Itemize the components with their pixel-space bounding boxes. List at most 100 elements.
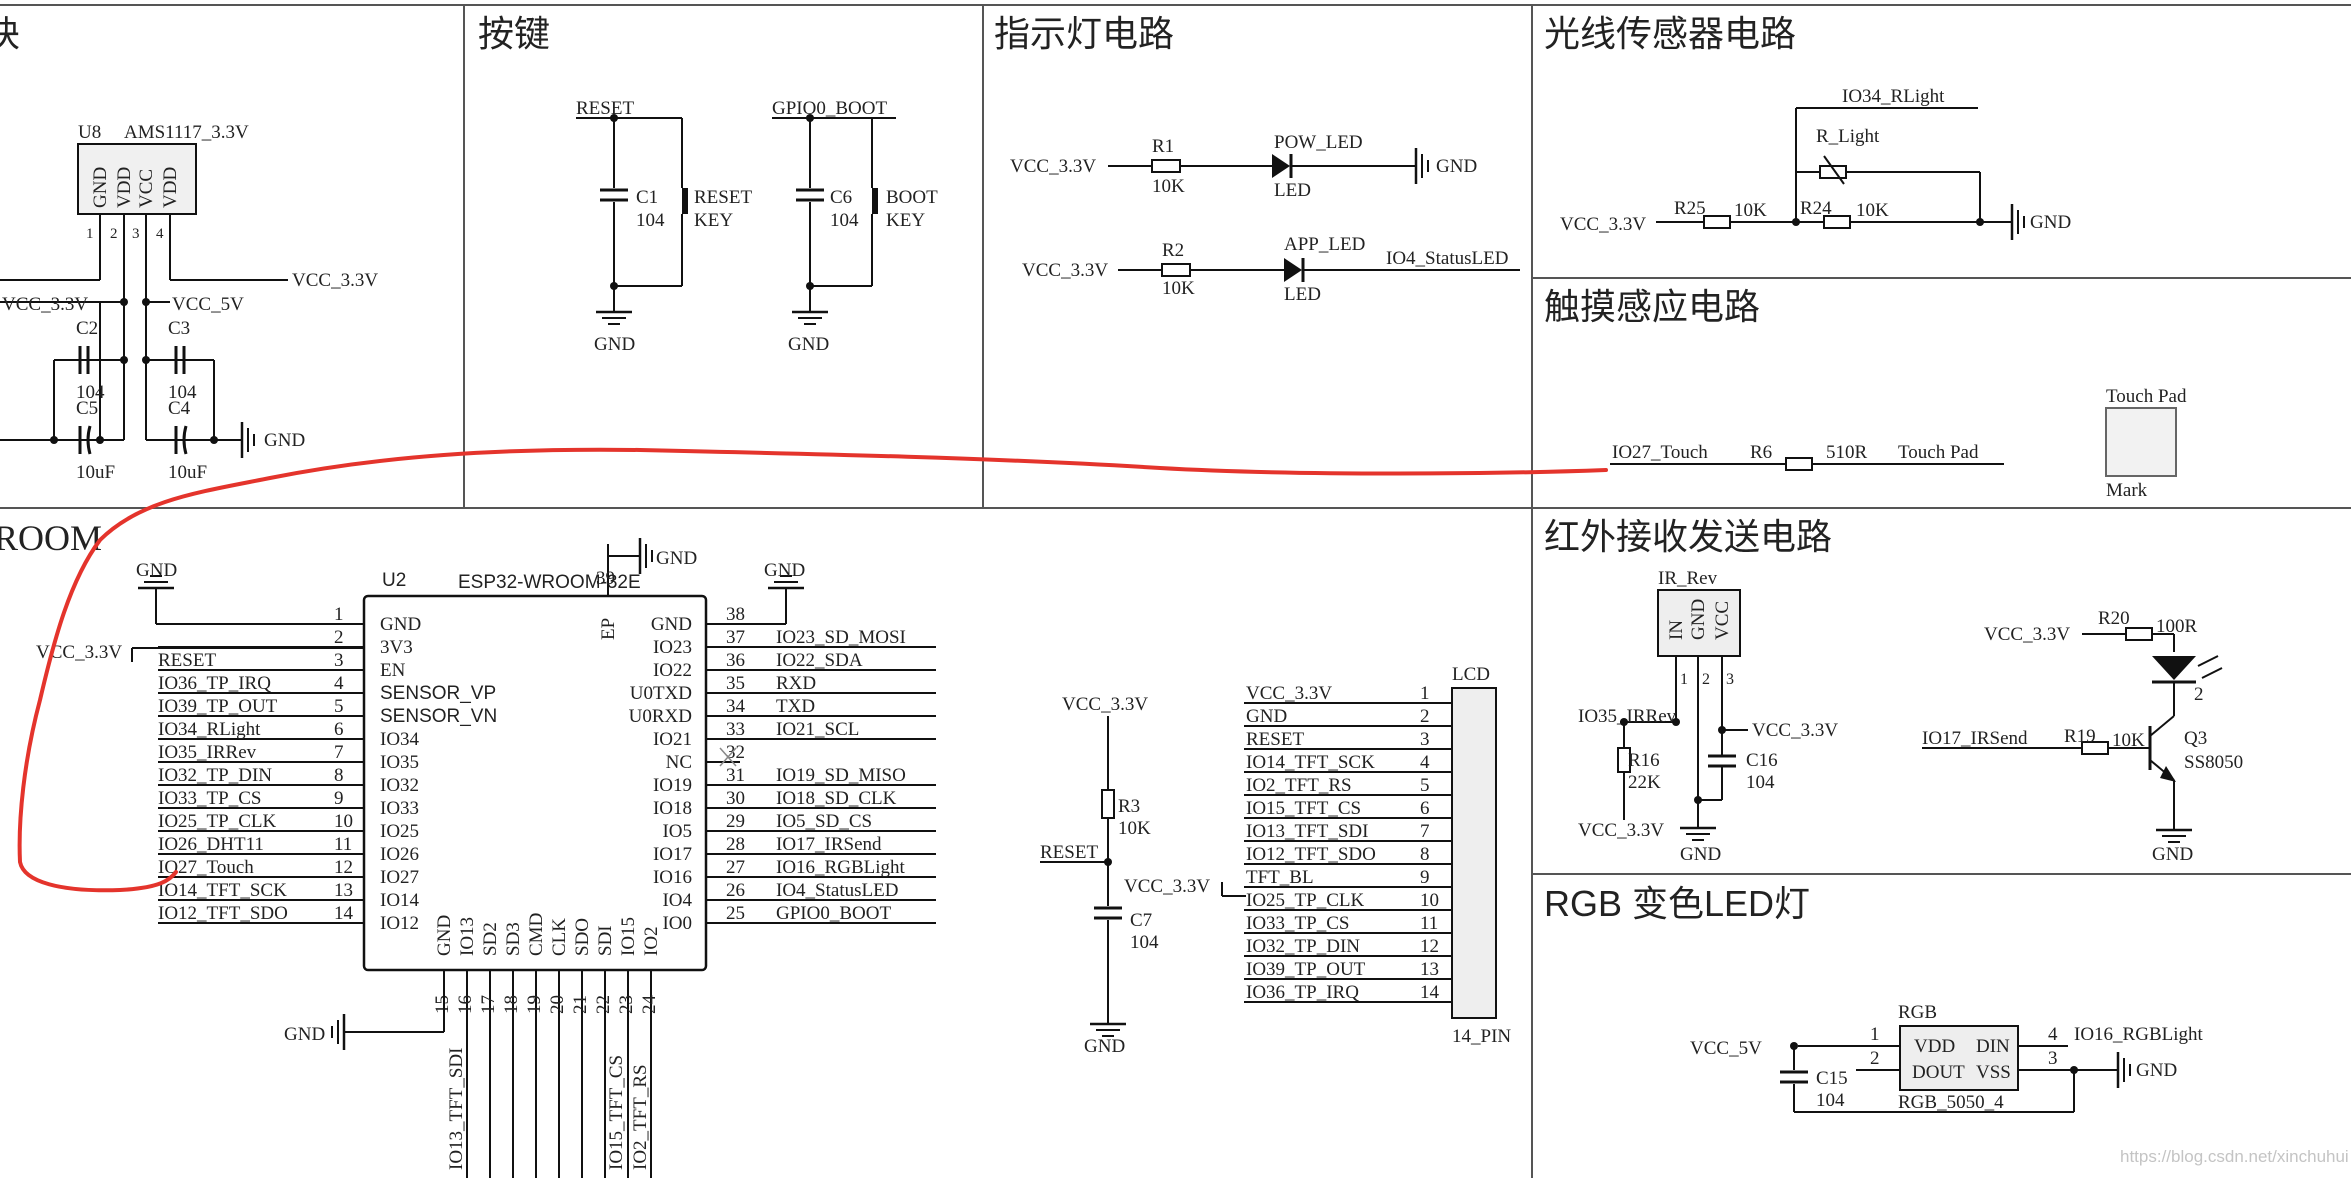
esp-left-pin-name: IO25 — [380, 821, 419, 842]
esp-bottom-pin-number: 24 — [639, 995, 660, 1015]
led-section: VCC_3.3V R1 10K POW_LED LED GND VCC_3.3V… — [1010, 132, 1520, 305]
esp-right-pin-number: 25 — [726, 903, 745, 924]
touch-section: IO27_Touch R6 510R Touch Pad Touch Pad M… — [1610, 386, 2187, 501]
esp-right-net: IO22_SDA — [776, 650, 863, 671]
r6-label: R6 — [1750, 442, 1772, 463]
lcd-vcc2: VCC_3.3V — [1124, 876, 1210, 897]
ir-gnd1: GND — [1680, 844, 1721, 865]
lcd-pin-number: 6 — [1420, 798, 1430, 819]
touch-mark: Mark — [2106, 480, 2148, 501]
d2-label: APP_LED — [1284, 234, 1365, 255]
lcd-net: VCC_3.3V — [1246, 683, 1332, 704]
esp-left-pin-name: SENSOR_VN — [380, 706, 497, 727]
esp-right-pin-number: 31 — [726, 765, 745, 786]
lcd-pin-number: 7 — [1420, 821, 1430, 842]
esp-left-pin-name: IO34 — [380, 729, 420, 750]
lcd-reset: RESET — [1040, 842, 1098, 863]
esp-left-net: IO36_TP_IRQ — [158, 673, 271, 694]
esp-left-pin-name: IO35 — [380, 752, 419, 773]
esp-left-net: IO26_DHT11 — [158, 834, 264, 855]
esp-ep: EP — [598, 618, 619, 640]
ir-vcc-left: VCC_3.3V — [1578, 820, 1664, 841]
r16-value: 22K — [1628, 772, 1661, 793]
rgb-led — [1899, 1025, 2019, 1091]
q3-label: Q3 — [2184, 728, 2207, 749]
c1-value: 104 — [636, 210, 665, 231]
esp-right-net: IO16_RGBLight — [776, 857, 906, 878]
title-power: 块 — [0, 13, 20, 54]
c7-label: C7 — [1130, 910, 1152, 931]
k2-label-b: KEY — [886, 210, 925, 231]
light-gnd: GND — [2030, 212, 2071, 233]
r19-label: R19 — [2064, 726, 2096, 747]
lcd-net: GND — [1246, 706, 1287, 727]
title-rgb: RGB 变色LED灯 — [1544, 883, 1810, 924]
c15-value: 104 — [1816, 1090, 1845, 1111]
lcd-connector — [1451, 687, 1497, 1019]
c5-value: 10uF — [76, 462, 115, 483]
lcd-ref: LCD — [1452, 664, 1490, 685]
esp-right-net: IO4_StatusLED — [776, 880, 898, 901]
ir-gnd2: GND — [2152, 844, 2193, 865]
esp-bottom-net: IO2_TFT_RS — [630, 1064, 651, 1170]
esp-bottom-pin-name: IO15 — [618, 917, 639, 956]
r2-value: 10K — [1162, 278, 1195, 299]
esp-right-pin-name: IO18 — [653, 798, 692, 819]
ir-vcc2: VCC_3.3V — [1984, 624, 2070, 645]
c2-value: 104 — [76, 382, 105, 403]
esp-left-net: IO39_TP_OUT — [158, 696, 278, 717]
lcd-net: IO32_TP_DIN — [1246, 936, 1360, 957]
light-vcc: VCC_3.3V — [1560, 214, 1646, 235]
rgb-gnd: GND — [2136, 1060, 2177, 1081]
esp-gnd-right: GND — [764, 560, 805, 581]
r19-value: 10K — [2112, 730, 2145, 751]
u8-pin-name: VDD — [160, 167, 181, 208]
esp-gnd-top: GND — [656, 548, 697, 569]
k1-label-b: KEY — [694, 210, 733, 231]
esp-left-pin-number: 10 — [334, 811, 353, 832]
ir-net: IO35_IRRev — [1578, 706, 1677, 727]
esp-right-pin-number: 34 — [726, 696, 746, 717]
u8-part: AMS1117_3.3V — [124, 122, 249, 143]
esp-left-net: RESET — [158, 650, 216, 671]
esp-left-pin-number: 13 — [334, 880, 353, 901]
esp-right-pin-name: IO23 — [653, 637, 692, 658]
esp-left-pin-name: 3V3 — [380, 637, 413, 658]
led-pin-2: 2 — [2194, 684, 2204, 705]
q3-value: SS8050 — [2184, 752, 2243, 773]
annotation-curve — [17, 447, 1608, 893]
r25-label: R25 — [1674, 198, 1706, 219]
lcd-gnd: GND — [1084, 1036, 1125, 1057]
esp-bottom-pin-number: 18 — [501, 995, 522, 1014]
u8-pin-name: GND — [90, 167, 111, 208]
esp-right-pin-number: 38 — [726, 604, 745, 625]
esp-left-net: IO14_TFT_SCK — [158, 880, 287, 901]
u8-pin-number: 4 — [156, 226, 164, 242]
c6-label: C6 — [830, 187, 852, 208]
esp-bottom-pin-name: GND — [434, 915, 455, 956]
esp-gnd-left: GND — [136, 560, 177, 581]
esp-left-net: IO27_Touch — [158, 857, 254, 878]
lcd-net: IO13_TFT_SDI — [1246, 821, 1368, 842]
lcd-vcc: VCC_3.3V — [1062, 694, 1148, 715]
esp-gnd-bottom: GND — [284, 1024, 325, 1045]
r3-label: R3 — [1118, 796, 1140, 817]
u8-pin-number: 2 — [110, 226, 118, 242]
rgb-foot: RGB_5050_4 — [1898, 1092, 2004, 1113]
lcd-net: IO25_TP_CLK — [1246, 890, 1365, 911]
u8-out-label: VCC_3.3V — [292, 270, 378, 291]
section-frame — [0, 4, 2351, 1178]
title-esp: ROOM — [0, 518, 102, 558]
esp-right-pin-name: GND — [651, 614, 692, 635]
power-gnd-label: GND — [264, 430, 305, 451]
rgb-section: RGB VDD DIN DOUT VSS 1 2 3 4 IO16_RGBLig… — [1690, 1002, 2204, 1113]
esp-left-pin-number: 6 — [334, 719, 344, 740]
esp-bottom-pin-number: 19 — [524, 995, 545, 1014]
esp-right-net: RXD — [776, 673, 816, 694]
esp-right-pin-number: 37 — [726, 627, 745, 648]
esp-right-pin-name: IO17 — [653, 844, 692, 865]
esp-bottom-pin-name: CLK — [549, 918, 570, 956]
esp-left-net: IO25_TP_CLK — [158, 811, 277, 832]
esp-right-pin-number: 26 — [726, 880, 745, 901]
esp-left-pin-name: GND — [380, 614, 421, 635]
